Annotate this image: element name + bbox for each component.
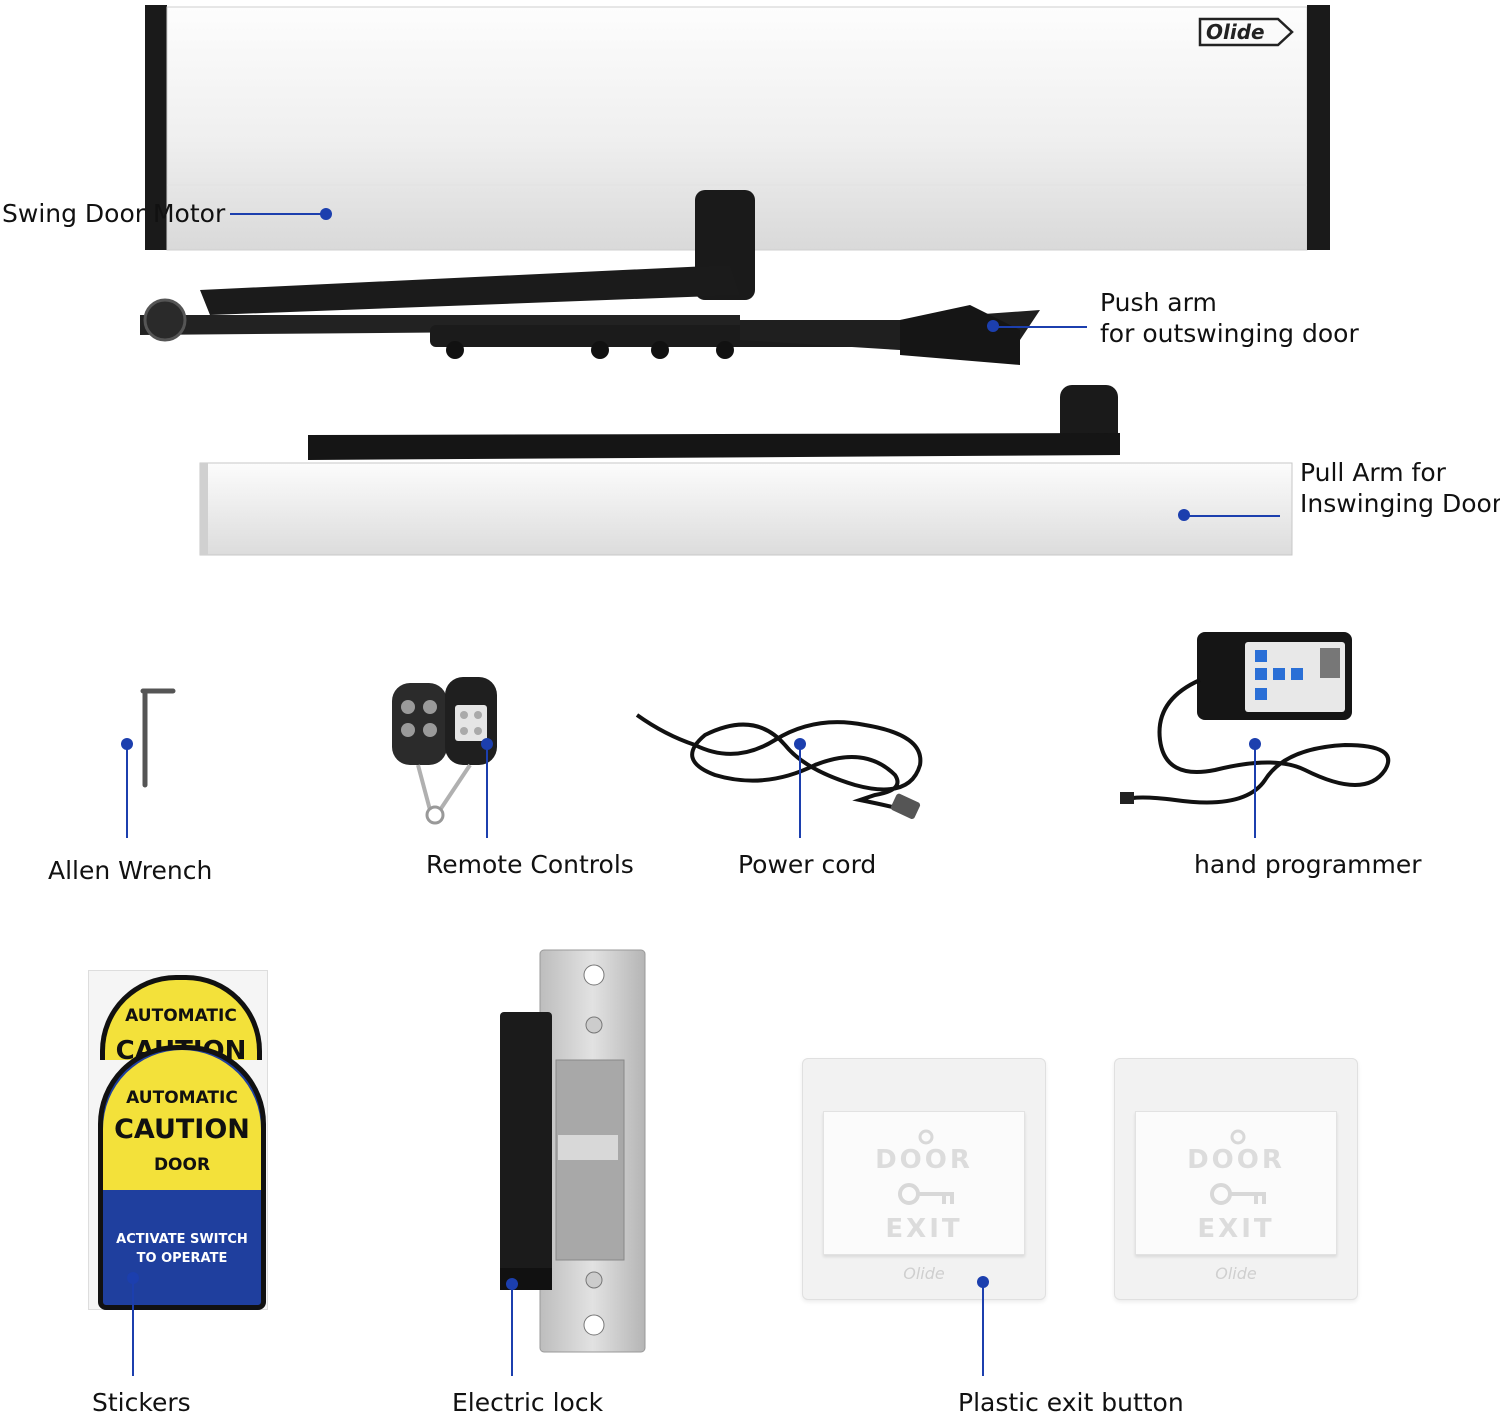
label-stickers: Stickers [92, 1388, 191, 1417]
remote-controls-image [390, 675, 500, 835]
sticker-word-automatic: AUTOMATIC [126, 1088, 238, 1108]
callout-dot-push-arm [987, 320, 999, 332]
callout-dot-motor [320, 208, 332, 220]
allen-wrench-image [135, 685, 180, 795]
exit-button-2-image: DOOR EXIT Olide [1114, 1058, 1358, 1300]
electric-lock-image [498, 949, 648, 1355]
sticker-word-door: DOOR [153, 1155, 211, 1175]
power-cord-image [635, 705, 935, 825]
exit-button-2-brand: Olide [1215, 1264, 1257, 1283]
exit-button-2-exit-text: EXIT [1197, 1214, 1275, 1244]
callout-line-pull-arm [1186, 515, 1280, 517]
push-arm-image [140, 190, 1040, 380]
label-pull-arm-line1: Pull Arm for [1300, 458, 1446, 487]
exit-button-1-exit-text: EXIT [885, 1214, 963, 1244]
sticker-instruction-line2: TO OPERATE [136, 1251, 228, 1266]
hand-programmer-image [1115, 630, 1400, 840]
callout-line-allen-wrench [126, 744, 128, 838]
label-power-cord: Power cord [738, 850, 877, 879]
label-hand-programmer: hand programmer [1194, 850, 1422, 879]
label-plastic-exit-button: Plastic exit button [958, 1388, 1184, 1417]
brand-logo: Olide [1198, 17, 1294, 47]
callout-line-stickers [132, 1278, 134, 1376]
label-pull-arm-line2: Inswinging Door [1300, 489, 1500, 518]
callout-line-hand-programmer [1254, 744, 1256, 838]
label-swing-door-motor: Swing Door Motor [2, 199, 226, 228]
label-push-arm-line2: for outswinging door [1100, 319, 1359, 348]
sticker-word-caution: CAUTION [114, 1114, 250, 1145]
brand-logo-text: Olide [1206, 20, 1265, 44]
stickers-image: AUTOMATIC CAUTION AUTOMATIC CAUTION DOOR… [88, 970, 268, 1310]
callout-line-electric-lock [511, 1284, 513, 1376]
label-allen-wrench: Allen Wrench [48, 856, 213, 885]
exit-button-1-brand: Olide [903, 1264, 945, 1283]
callout-line-push-arm [995, 326, 1087, 328]
callout-dot-pull-arm [1178, 509, 1190, 521]
label-push-arm-line1: Push arm [1100, 288, 1217, 317]
callout-line-exit-button [982, 1282, 984, 1376]
label-electric-lock: Electric lock [452, 1388, 604, 1417]
exit-button-2-door-text: DOOR [1187, 1145, 1285, 1175]
exit-button-1-image: DOOR EXIT Olide [802, 1058, 1046, 1300]
label-remote-controls: Remote Controls [426, 850, 634, 879]
pull-arm-image [199, 385, 1295, 560]
exit-button-1-door-text: DOOR [875, 1145, 973, 1175]
sticker-instruction-line1: ACTIVATE SWITCH [116, 1232, 248, 1247]
callout-line-remote-controls [486, 744, 488, 838]
callout-line-motor [230, 213, 325, 215]
callout-line-power-cord [799, 744, 801, 838]
sticker-back-top-word: AUTOMATIC [125, 1006, 237, 1026]
